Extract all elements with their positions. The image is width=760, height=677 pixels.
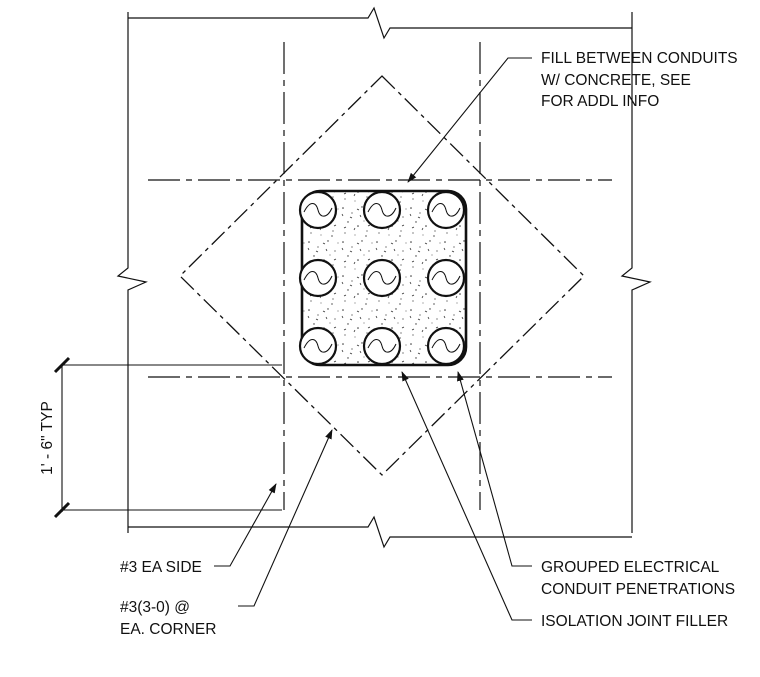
callout-isolation-joint: ISOLATION JOINT FILLER	[541, 613, 728, 630]
leader-fill-concrete	[407, 57, 532, 183]
callout-fill-line2: W/ CONCRETE, SEE	[541, 72, 691, 89]
construction-lines	[148, 42, 612, 510]
conduit-symbol	[303, 271, 333, 285]
conduit-symbol	[431, 339, 461, 353]
dimension-label: 1' - 6" TYP	[39, 401, 56, 475]
top-break-line	[128, 6, 632, 40]
callout-grouped-line2: CONDUIT PENETRATIONS	[541, 581, 735, 598]
callout-fill-line3: FOR ADDL INFO	[541, 93, 659, 110]
leader-bar-corner	[238, 429, 333, 607]
callout-fill-line1: FILL BETWEEN CONDUITS	[541, 50, 738, 67]
leaders	[214, 57, 532, 621]
callout-corner-line1: #3(3-0) @	[120, 599, 190, 616]
conduit-symbol	[367, 271, 397, 285]
callout-bar-corner: #3(3-0) @ EA. CORNER	[120, 599, 216, 638]
callout-corner-line2: EA. CORNER	[120, 621, 216, 638]
leader-isolation-joint	[401, 371, 532, 621]
leader-grouped-conduit	[457, 371, 532, 567]
conduit-symbol	[367, 339, 397, 353]
callout-fill-concrete: FILL BETWEEN CONDUITS W/ CONCRETE, SEE F…	[541, 50, 738, 110]
slab-break-lines	[116, 6, 652, 549]
conduit-symbol	[367, 203, 397, 217]
conduit-symbol	[303, 203, 333, 217]
conduit-group	[298, 190, 466, 366]
callout-grouped-line1: GROUPED ELECTRICAL	[541, 559, 720, 576]
left-break-line	[116, 12, 148, 533]
right-break-line	[620, 12, 652, 533]
conduit-symbol	[303, 339, 333, 353]
bottom-break-line	[128, 515, 632, 549]
conduit-symbol	[431, 271, 461, 285]
leader-bar-each-side	[214, 483, 277, 567]
callout-bar-each-side: #3 EA SIDE	[120, 559, 202, 576]
callout-grouped-conduit: GROUPED ELECTRICAL CONDUIT PENETRATIONS	[541, 559, 735, 598]
diamond-corner-bars	[179, 75, 585, 476]
dimension-18in: 1' - 6" TYP	[39, 356, 282, 519]
conduit-symbol	[431, 203, 461, 217]
